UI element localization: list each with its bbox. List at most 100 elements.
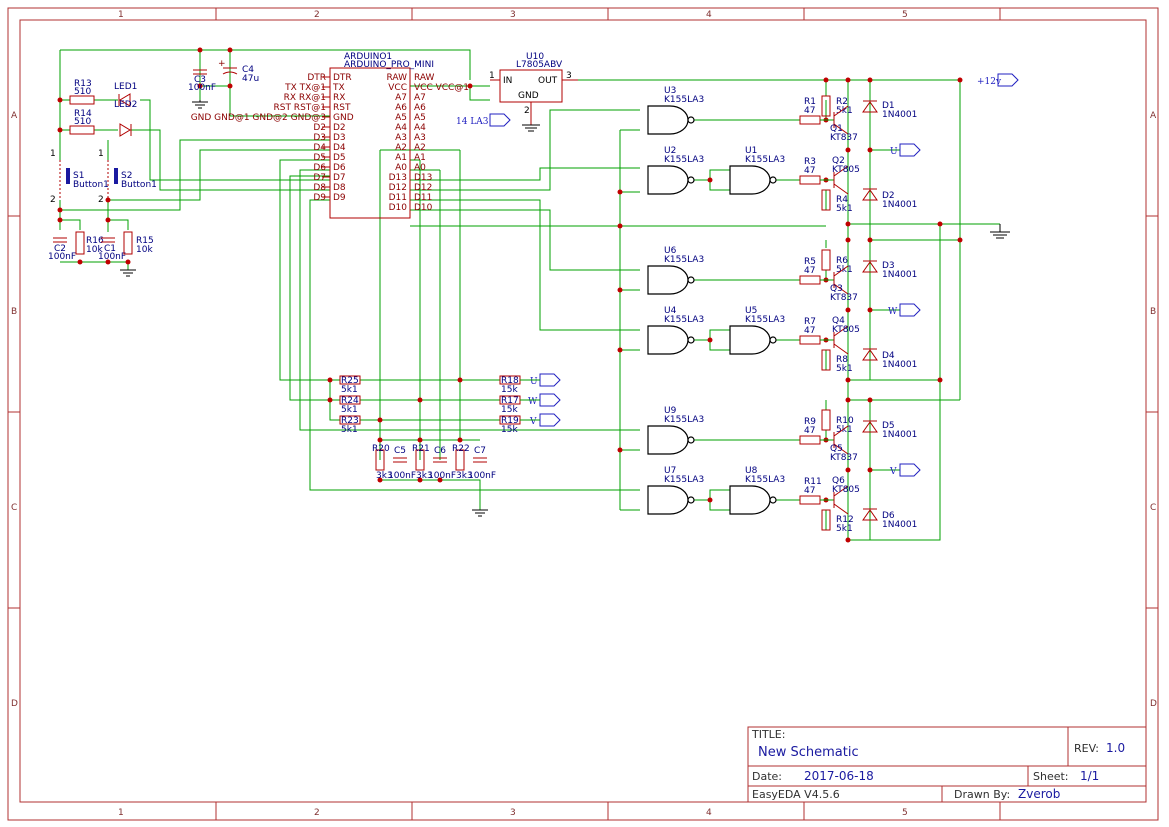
r8-value: 5k1 [836,364,853,374]
col-label-1-bottom: 1 [118,808,124,818]
mcu-left-net-label: D7 [313,173,326,183]
d6-ref: D6 [882,511,895,521]
gate-u4: U4 K155LA3 [647,306,704,355]
regulator-ref: U10 [526,52,544,62]
q1-ref: Q1 [830,124,843,134]
mcu-left-pin: D6 [333,163,346,173]
regulator-gnd-label: GND [518,91,539,101]
mcu-left-pin: GND [333,113,354,123]
r13-ref: R13 [74,79,92,89]
d2-ref: D2 [882,191,895,201]
r23-value: 5k1 [341,425,358,435]
ground-symbol-main [990,224,1010,239]
c2-ref: C2 [54,244,66,254]
mcu-left-net-label: D5 [313,153,326,163]
mcu-right-pin: A6 [395,103,407,113]
row-label-c-right: C [1150,503,1156,513]
mcu-left-net-label: D2 [313,123,326,133]
r14-ref: R14 [74,109,92,119]
transistor-q1: Q1 KT837 [830,105,858,143]
mcu-right-pin: A4 [395,123,407,133]
r10-ref: R10 [836,416,854,426]
row-label-d: D [11,699,18,709]
q3-value: KT837 [830,293,858,303]
led1-ref: LED1 [114,82,137,92]
port-w-feedback: W [528,397,538,407]
mcu-left-net-label: TX TX@1 [284,83,326,93]
capacitor-c7: C7 100nF [468,446,496,481]
transistor-q4: Q4 KT805 [832,316,860,355]
u5-value: K155LA3 [745,315,785,325]
drawn-by-caption: Drawn By: [954,788,1010,801]
transistor-q3: Q3 KT837 [830,265,858,303]
r6-value: 5k1 [836,265,853,275]
mcu-right-net-label: A5 [414,113,426,123]
sheet-value: 1/1 [1080,769,1099,783]
col-label-5-bottom: 5 [902,808,908,818]
row-label-a: A [11,111,18,121]
r16-ref: R16 [86,236,104,246]
q6-value: KT805 [832,485,860,495]
c7-value: 100nF [468,471,496,481]
u9-value: K155LA3 [664,415,704,425]
q3-ref: Q3 [830,284,843,294]
mcu-left-pin: D7 [333,173,346,183]
r23-ref: R23 [341,416,359,426]
r7-value: 47 [804,326,815,336]
r3-value: 47 [804,166,815,176]
r1-value: 47 [804,106,815,116]
mcu-right-pin: D12 [389,183,407,193]
r19-value: 15k [501,425,518,435]
regulator-pin3: 3 [566,71,572,81]
row-label-c: C [11,503,17,513]
r12-value: 5k1 [836,524,853,534]
r11-value: 47 [804,486,815,496]
ground-symbol-c3 [192,100,208,109]
r15-ref: R15 [136,236,154,246]
mcu-left-net-label: D9 [313,193,326,203]
r17-ref: R17 [501,396,519,406]
drawn-by-value: Zverob [1018,787,1060,801]
port-la3: 14 LA3 [456,117,489,127]
r14-value: 510 [74,117,91,127]
capacitor-c1: C1 100nF [98,237,126,262]
r2-value: 5k1 [836,106,853,116]
col-label-5: 5 [902,10,908,20]
s1-value: Button1 [73,180,109,190]
r20-ref: R20 [372,444,390,454]
junction-dots [57,47,963,543]
u6-ref: U6 [664,246,677,256]
col-label-4: 4 [706,10,712,20]
mcu-left-pin: D9 [333,193,346,203]
mcu-right-net-label: RAW [414,73,435,83]
mcu-right-net-label: A2 [414,143,426,153]
port-v-driver: V [889,467,897,477]
diode-d4: D4 1N4001 [862,348,917,370]
gate-u2: U2 K155LA3 [647,146,704,195]
mcu-left-net-label: DTR [307,73,326,83]
gate-u9: U9 K155LA3 [647,406,704,455]
rev-value: 1.0 [1106,741,1125,755]
col-label-1: 1 [118,10,124,20]
r24-value: 5k1 [341,405,358,415]
diode-d1: D1 1N4001 [862,100,917,120]
mcu-right-pin: D10 [389,203,408,213]
mcu-left-pin: D8 [333,183,346,193]
input-section: R13 510 R14 510 LED1 LED2 S1 Button1 1 2… [48,79,157,262]
r2-ref: R2 [836,97,848,107]
port-u-driver: U [890,147,898,157]
mcu-right-net-label: A3 [414,133,426,143]
r11-ref: R11 [804,477,822,487]
mcu-right-pin: A7 [395,93,407,103]
mcu-left-pin: D5 [333,153,346,163]
r5-ref: R5 [804,257,816,267]
u7-value: K155LA3 [664,475,704,485]
q2-value: KT805 [832,165,860,175]
ground-symbol [522,124,540,132]
u3-ref: U3 [664,86,676,96]
r21-value: 3k3 [416,471,433,481]
port-v-feedback: V [529,417,537,427]
mcu-right-net-label: D10 [414,203,433,213]
c4-value: 47u [242,74,259,84]
